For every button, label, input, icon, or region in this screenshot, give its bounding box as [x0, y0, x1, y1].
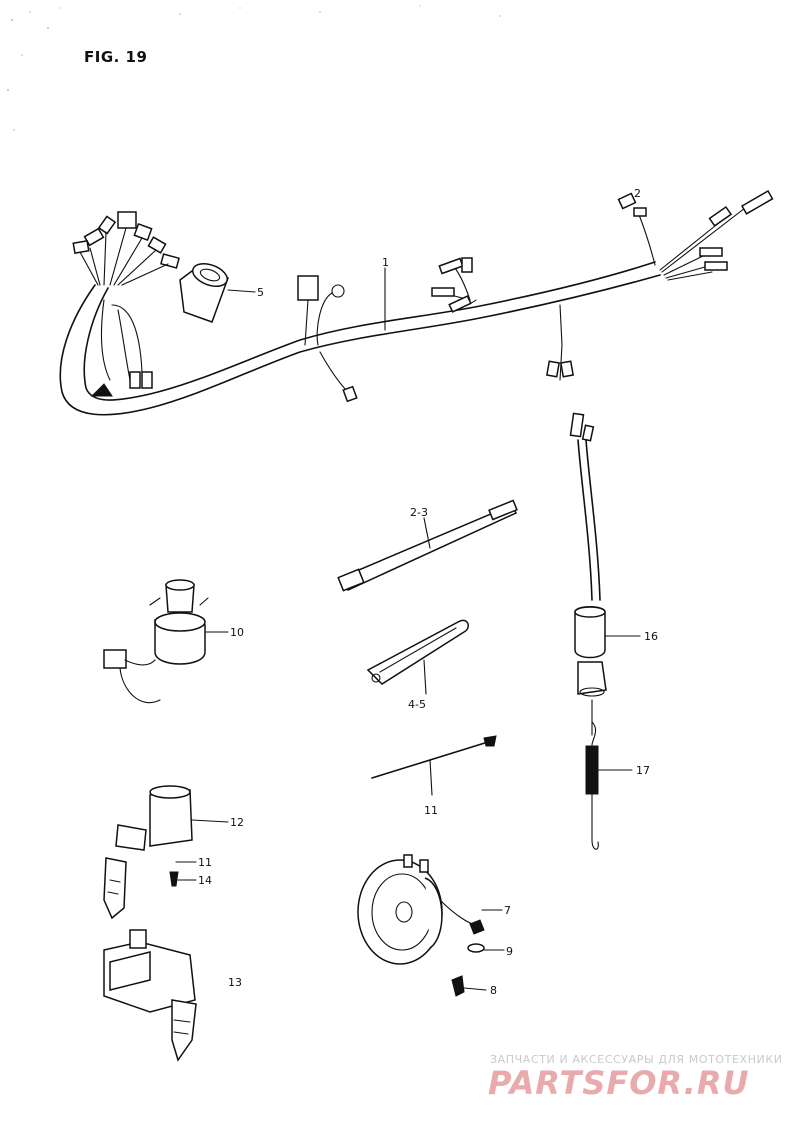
band-short — [366, 619, 469, 695]
callout-14: 14 — [198, 874, 212, 887]
figure-title: FIG. 19 — [84, 48, 148, 66]
watermark-caption: ЗАПЧАСТИ И АКСЕССУАРЫ ДЛЯ МОТОТЕХНИКИ — [490, 1053, 783, 1066]
spring — [585, 721, 633, 850]
callout-10: 10 — [230, 626, 244, 639]
horn — [357, 854, 505, 997]
wiring-harness — [59, 190, 774, 416]
callout-2-3: 2-3 — [410, 506, 428, 519]
callout-7: 7 — [504, 904, 511, 917]
callout-11b: 11 — [198, 856, 212, 869]
lock-set — [103, 785, 229, 920]
handle-lock — [103, 929, 197, 1062]
ignition-cap — [179, 263, 256, 323]
callout-1: 1 — [382, 256, 389, 269]
cable-assembly — [569, 412, 641, 736]
band-long — [337, 499, 518, 592]
callout-9: 9 — [506, 945, 513, 958]
callout-17: 17 — [636, 764, 650, 777]
callout-12: 12 — [230, 816, 244, 829]
callout-13: 13 — [228, 976, 242, 989]
ignition-switch — [103, 579, 229, 704]
callout-11: 11 — [424, 804, 438, 817]
callout-2: 2 — [634, 187, 641, 200]
cable-tie — [371, 735, 497, 796]
callout-5: 5 — [257, 286, 264, 299]
scan-noise — [7, 5, 501, 131]
watermark-logo: PARTSFOR.RU — [488, 1064, 750, 1102]
callout-8: 8 — [490, 984, 497, 997]
callout-4-5: 4-5 — [408, 698, 426, 711]
callout-16: 16 — [644, 630, 658, 643]
